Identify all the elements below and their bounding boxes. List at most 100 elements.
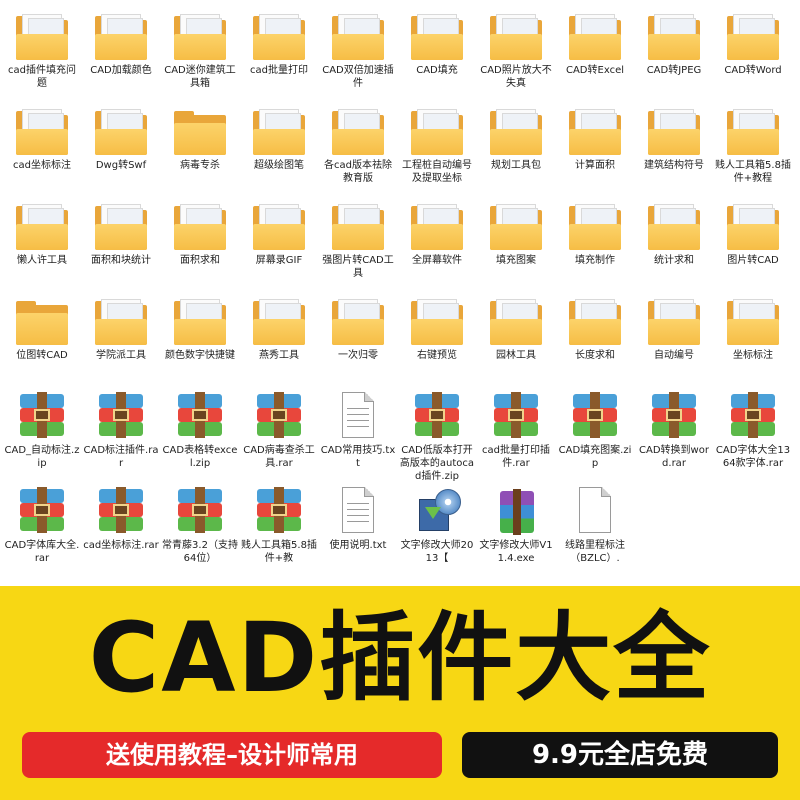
- folder-icon: [488, 200, 544, 252]
- folder-icon: [488, 10, 544, 62]
- file-item[interactable]: 填充图案: [478, 196, 554, 292]
- file-label: CAD_自动标注.zip: [4, 445, 80, 469]
- file-item[interactable]: 文字修改大师2013【: [399, 481, 475, 577]
- folder-icon: [409, 10, 465, 62]
- file-item[interactable]: CAD标注插件.rar: [83, 386, 159, 482]
- file-item[interactable]: 位图转CAD: [4, 291, 80, 387]
- file-item[interactable]: CAD字体大全1364款字体.rar: [715, 386, 791, 482]
- file-item[interactable]: 园林工具: [478, 291, 554, 387]
- archive-icon: [488, 390, 544, 442]
- folder-icon: [488, 295, 544, 347]
- file-item[interactable]: Dwg转Swf: [83, 101, 159, 197]
- folder-icon: [93, 295, 149, 347]
- file-item[interactable]: CAD表格转excel.zip: [162, 386, 238, 482]
- file-item[interactable]: 右键预览: [399, 291, 475, 387]
- file-label: CAD转Word: [724, 65, 782, 76]
- file-label: 贱人工具箱5.8插件+教: [241, 540, 317, 564]
- file-item[interactable]: 一次归零: [320, 291, 396, 387]
- file-item[interactable]: 颜色数字快捷键: [162, 291, 238, 387]
- folder-icon: [14, 200, 70, 252]
- file-item[interactable]: cad坐标标注: [4, 101, 80, 197]
- file-label: CAD双倍加速插件: [322, 65, 394, 89]
- file-label: 一次归零: [338, 350, 378, 361]
- file-item[interactable]: 强图片转CAD工具: [320, 196, 396, 292]
- file-label: 超级绘图笔: [254, 160, 304, 171]
- file-label: 线路里程标注（BZLC）.: [565, 540, 625, 564]
- folder-icon: [646, 295, 702, 347]
- file-item[interactable]: CAD双倍加速插件: [320, 6, 396, 102]
- file-item[interactable]: CAD填充图案.zip: [557, 386, 633, 482]
- folder-icon: [14, 295, 70, 347]
- file-item[interactable]: CAD病毒查杀工具.rar: [241, 386, 317, 482]
- file-item[interactable]: 建筑结构符号: [636, 101, 712, 197]
- file-item[interactable]: CAD填充: [399, 6, 475, 102]
- archive-icon: [251, 485, 307, 537]
- file-item[interactable]: CAD_自动标注.zip: [4, 386, 80, 482]
- file-item[interactable]: 面积求和: [162, 196, 238, 292]
- file-item[interactable]: 使用说明.txt: [320, 481, 396, 577]
- file-label: 常青藤3.2（支持64位）: [162, 540, 238, 564]
- file-item[interactable]: CAD加载颜色: [83, 6, 159, 102]
- file-item[interactable]: 懒人许工具: [4, 196, 80, 292]
- file-item[interactable]: CAD转JPEG: [636, 6, 712, 102]
- file-label: CAD迷你建筑工具箱: [164, 65, 236, 89]
- file-label: 建筑结构符号: [644, 160, 704, 171]
- file-item[interactable]: 常青藤3.2（支持64位）: [162, 481, 238, 577]
- file-item[interactable]: CAD转Excel: [557, 6, 633, 102]
- file-item[interactable]: CAD转Word: [715, 6, 791, 102]
- file-item[interactable]: CAD常用技巧.txt: [320, 386, 396, 482]
- archive-icon: [14, 485, 70, 537]
- file-item[interactable]: 规划工具包: [478, 101, 554, 197]
- file-item[interactable]: 坐标标注: [715, 291, 791, 387]
- file-item[interactable]: CAD低版本打开高版本的autocad插件.zip: [399, 386, 475, 482]
- archive-icon: [251, 390, 307, 442]
- file-label: 颜色数字快捷键: [165, 350, 235, 361]
- file-item[interactable]: cad坐标标注.rar: [83, 481, 159, 577]
- file-item[interactable]: 线路里程标注（BZLC）.: [557, 481, 633, 577]
- folder-icon: [93, 10, 149, 62]
- file-item[interactable]: 面积和块统计: [83, 196, 159, 292]
- file-label: 位图转CAD: [16, 350, 68, 361]
- folder-icon: [409, 295, 465, 347]
- file-item[interactable]: CAD迷你建筑工具箱: [162, 6, 238, 102]
- file-label: 懒人许工具: [17, 255, 67, 266]
- archive-icon: [93, 390, 149, 442]
- file-item[interactable]: CAD照片放大不失真: [478, 6, 554, 102]
- file-item[interactable]: 自动编号: [636, 291, 712, 387]
- file-label: 园林工具: [496, 350, 536, 361]
- file-item[interactable]: 填充制作: [557, 196, 633, 292]
- file-item[interactable]: 贱人工具箱5.8插件+教程: [715, 101, 791, 197]
- file-label: CAD字体大全1364款字体.rar: [715, 445, 791, 469]
- text-file-icon: [330, 390, 386, 442]
- file-label: cad坐标标注: [13, 160, 71, 171]
- file-item[interactable]: 长度求和: [557, 291, 633, 387]
- file-item[interactable]: 贱人工具箱5.8插件+教: [241, 481, 317, 577]
- file-label: 文字修改大师V11.4.exe: [479, 540, 553, 564]
- file-item[interactable]: 超级绘图笔: [241, 101, 317, 197]
- file-item[interactable]: 统计求和: [636, 196, 712, 292]
- file-item[interactable]: 病毒专杀: [162, 101, 238, 197]
- file-label: 自动编号: [654, 350, 694, 361]
- file-label: 填充制作: [575, 255, 615, 266]
- file-item[interactable]: 图片转CAD: [715, 196, 791, 292]
- file-item[interactable]: cad批量打印: [241, 6, 317, 102]
- file-label: 强图片转CAD工具: [322, 255, 394, 279]
- folder-icon: [251, 295, 307, 347]
- file-item[interactable]: 文字修改大师V11.4.exe: [478, 481, 554, 577]
- file-item[interactable]: CAD转换到word.rar: [636, 386, 712, 482]
- file-label: CAD转JPEG: [646, 65, 702, 76]
- file-item[interactable]: 燕秀工具: [241, 291, 317, 387]
- file-item[interactable]: 工程桩自动编号及提取坐标: [399, 101, 475, 197]
- file-item[interactable]: cad批量打印插件.rar: [478, 386, 554, 482]
- file-label: CAD病毒查杀工具.rar: [243, 445, 315, 469]
- file-item[interactable]: 计算面积: [557, 101, 633, 197]
- file-item[interactable]: 学院派工具: [83, 291, 159, 387]
- file-row: 位图转CAD 学院派工具颜色数字快捷键燕秀工具一次归零 右键预览园林工具 长度求和自动…: [4, 291, 796, 387]
- file-item[interactable]: CAD字体库大全.rar: [4, 481, 80, 577]
- file-item[interactable]: cad插件填充问题: [4, 6, 80, 102]
- file-item[interactable]: 全屏幕软件: [399, 196, 475, 292]
- file-item[interactable]: 屏幕录GIF: [241, 196, 317, 292]
- folder-icon: [14, 105, 70, 157]
- file-item[interactable]: 各cad版本祛除教育版: [320, 101, 396, 197]
